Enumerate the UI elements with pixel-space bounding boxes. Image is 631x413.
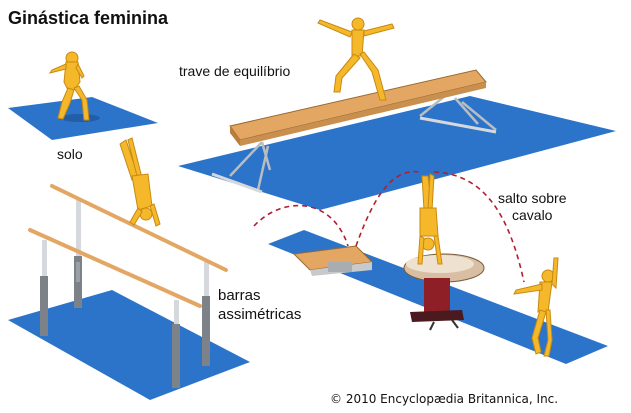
beam-gymnast xyxy=(317,17,395,101)
label-bars-line2: assimétricas xyxy=(218,306,302,323)
label-bars-line1: barras xyxy=(218,287,261,304)
vault-gymnast-landing xyxy=(513,257,559,357)
label-vault-line2: cavalo xyxy=(512,207,553,223)
bars-uprights xyxy=(40,200,210,388)
bars-mat xyxy=(8,290,250,400)
balance-beam-event xyxy=(178,17,616,210)
floor-exercise xyxy=(8,51,158,140)
label-uneven-bars: barras assimétricas xyxy=(218,286,301,324)
vault-gymnast-handstand xyxy=(417,173,443,265)
uneven-bars-event xyxy=(8,137,250,400)
page-title: Ginástica feminina xyxy=(8,8,169,28)
vault-event xyxy=(253,170,608,364)
label-floor: solo xyxy=(57,146,83,162)
floor-gymnast xyxy=(48,51,90,121)
bars-rails xyxy=(28,184,228,308)
bars-gymnast xyxy=(119,137,161,227)
label-balance-beam: trave de equilíbrio xyxy=(179,63,291,79)
label-vault-line1: salto sobre xyxy=(498,190,567,206)
copyright-credit: © 2010 Encyclopædia Britannica, Inc. xyxy=(330,392,559,406)
springboard xyxy=(292,245,374,276)
vault-trajectory xyxy=(253,170,525,283)
beam-mat xyxy=(178,96,616,210)
beam-legs xyxy=(229,95,497,191)
label-vault: salto sobre cavalo xyxy=(498,190,566,224)
